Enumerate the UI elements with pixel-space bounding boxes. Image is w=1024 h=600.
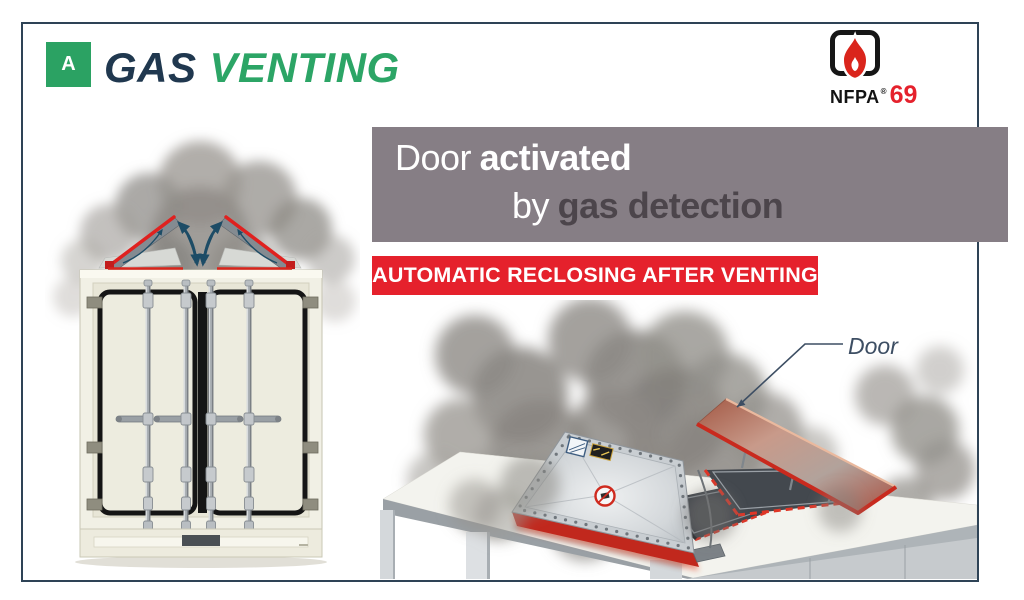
vent-flap-left <box>105 215 183 270</box>
roof-vent-illustration <box>380 300 977 579</box>
nfpa-logo: NFPA ® 69 <box>828 30 938 109</box>
headline-line1-bold: activated <box>479 137 632 178</box>
door-leader-line <box>736 343 843 408</box>
container-body <box>75 269 327 568</box>
warning-sticker-yellow <box>589 443 614 462</box>
headline-line2-regular: by <box>512 185 550 226</box>
section-badge: A <box>46 42 91 87</box>
nfpa-registered-mark: ® <box>880 87 887 96</box>
container-hinges <box>86 296 319 511</box>
nfpa-code-number: 69 <box>889 81 918 109</box>
locking-rods <box>142 279 255 531</box>
prohibition-sticker <box>594 485 616 507</box>
gas-flow-arrows <box>122 221 278 267</box>
smoke-right-front <box>449 455 862 541</box>
nfpa-wordmark: NFPA ® 69 <box>830 81 938 109</box>
title-word-gas: GAS <box>104 44 197 91</box>
door-annotation-label: Door <box>848 333 898 359</box>
reclosing-banner: AUTOMATIC RECLOSING AFTER VENTING <box>372 256 818 295</box>
warning-sticker-blue <box>565 435 589 458</box>
title-word-venting: VENTING <box>209 44 400 91</box>
container-base <box>79 528 323 558</box>
headline-line2-bold: gas detection <box>557 185 784 226</box>
container-front-illustration <box>53 141 356 568</box>
page-title: GAS VENTING <box>104 44 400 92</box>
nfpa-brand: NFPA <box>830 86 880 107</box>
door-handles <box>115 412 282 426</box>
headline-line1-regular: Door <box>395 137 472 178</box>
nfpa-flame-icon <box>830 30 880 81</box>
